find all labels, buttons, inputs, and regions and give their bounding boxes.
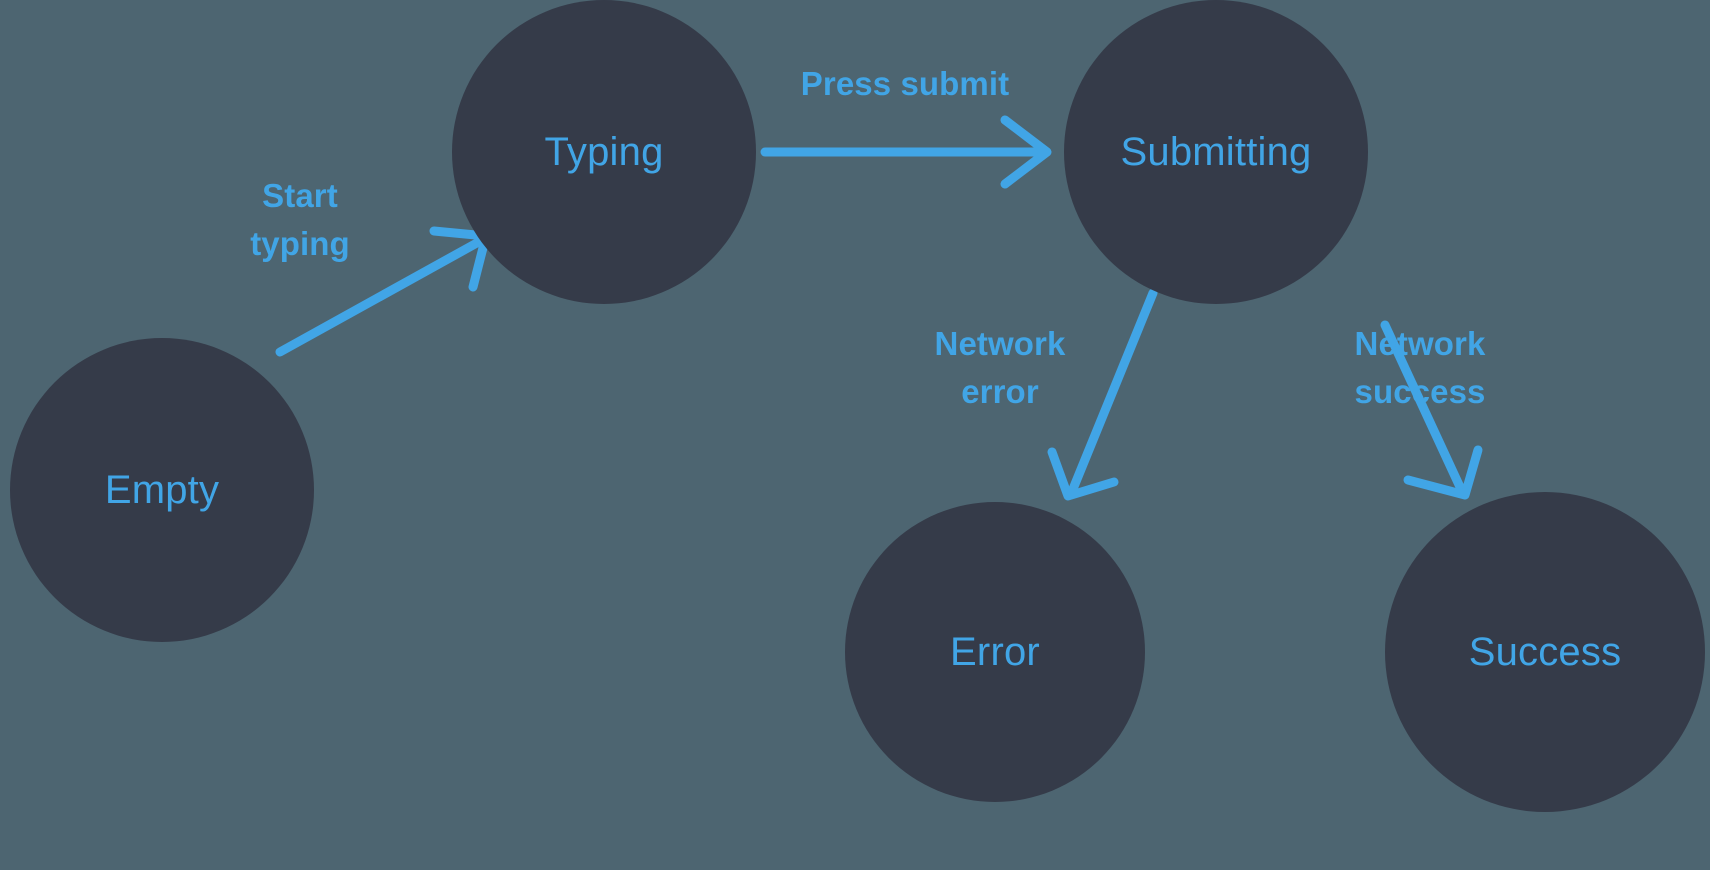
state-node-empty[interactable]: Empty bbox=[10, 338, 314, 642]
edge-network-success-line bbox=[1380, 320, 1465, 492]
edge-network-error bbox=[1047, 288, 1158, 501]
edge-network-error-line bbox=[1068, 288, 1158, 494]
state-node-submitting[interactable]: Submitting bbox=[1064, 0, 1368, 304]
edge-press-submit bbox=[760, 115, 1052, 189]
edge-network-success-arrowhead bbox=[1403, 445, 1483, 500]
edge-label-network-success: Network success bbox=[1354, 325, 1486, 410]
edge-label-press-submit: Press submit bbox=[800, 65, 1010, 102]
state-label-success: Success bbox=[1468, 630, 1622, 674]
edge-press-submit-arrowhead bbox=[1000, 115, 1052, 189]
state-node-typing[interactable]: Typing bbox=[452, 0, 756, 304]
state-label-typing: Typing bbox=[544, 130, 664, 174]
state-label-error: Error bbox=[950, 630, 1040, 674]
state-node-error[interactable]: Error bbox=[845, 502, 1145, 802]
edge-label-network-error: Network error bbox=[934, 325, 1066, 410]
state-node-success[interactable]: Success bbox=[1385, 492, 1705, 812]
state-label-submitting: Submitting bbox=[1120, 130, 1312, 174]
edge-network-error-arrowhead bbox=[1047, 447, 1119, 501]
edge-network-success bbox=[1380, 320, 1483, 500]
state-label-empty: Empty bbox=[104, 468, 220, 512]
edge-label-start-typing: Start typing bbox=[250, 177, 350, 262]
edge-start-typing-line bbox=[275, 234, 489, 357]
